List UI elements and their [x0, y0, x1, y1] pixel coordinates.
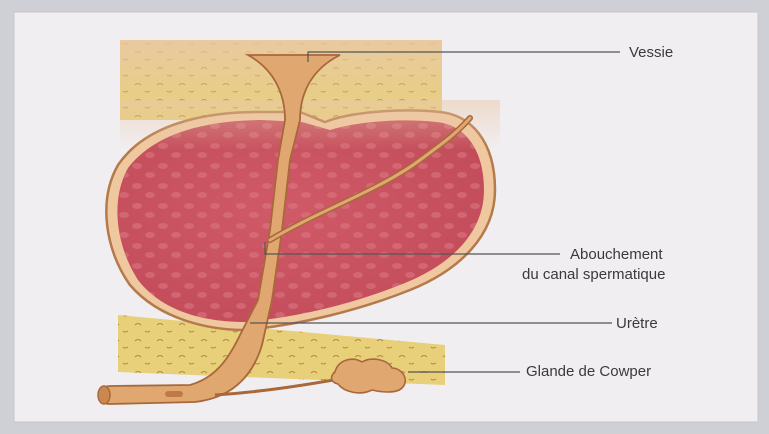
label-abouchement-line2: du canal spermatique [522, 266, 665, 283]
label-vessie: Vessie [629, 44, 673, 61]
label-glande-de-cowper: Glande de Cowper [526, 363, 651, 380]
label-uretre: Urètre [616, 315, 658, 332]
label-abouchement-line1: Abouchement [570, 246, 663, 263]
